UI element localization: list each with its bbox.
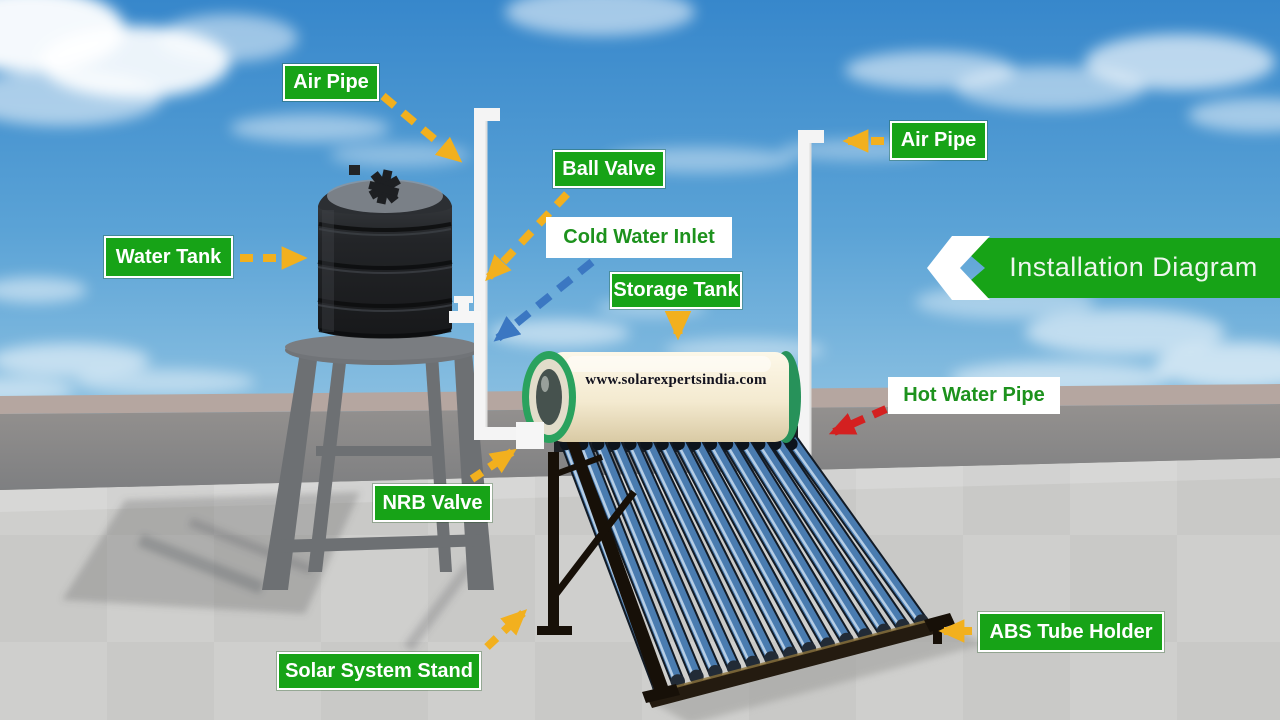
callout-arrows: [240, 92, 972, 650]
right-air-pipe: [798, 130, 824, 492]
water-tank-illustration: [317, 165, 453, 339]
heater-shadow: [652, 624, 984, 720]
label-cold-water-inlet: Cold Water Inlet: [546, 217, 732, 258]
label-nrb-valve: NRB Valve: [373, 484, 492, 522]
arrow-air-pipe-left: [380, 92, 463, 163]
arrow-hot-water-pipe: [828, 405, 888, 436]
arrow-nrb-valve: [469, 448, 517, 483]
banner-chevron-icon: [927, 236, 990, 300]
stool: [262, 334, 494, 590]
arrow-cold-water-inlet: [493, 258, 595, 342]
banner-ribbon: [927, 236, 1280, 300]
clouds: [0, 0, 1280, 403]
banner-title: Installation Diagram: [1009, 251, 1258, 282]
label-water-tank: Water Tank: [104, 236, 233, 278]
label-abs-tube-holder: ABS Tube Holder: [978, 612, 1164, 652]
arrow-ball-valve: [485, 191, 570, 282]
label-ball-valve: Ball Valve: [553, 150, 665, 188]
label-solar-system-stand: Solar System Stand: [277, 652, 481, 690]
installation-diagram-banner: Installation Diagram: [900, 234, 1280, 300]
label-hot-water-pipe: Hot Water Pipe: [888, 377, 1060, 414]
ball-valve-fitting: [449, 296, 481, 323]
stand-frame: [537, 418, 669, 692]
nrb-valve-fitting: [516, 422, 544, 449]
label-air-pipe-right: Air Pipe: [890, 121, 987, 160]
storage-tank-illustration: [522, 351, 801, 443]
arrow-solar-stand: [484, 609, 528, 650]
watermark-text: www.solarexpertsindia.com: [585, 372, 767, 388]
label-air-pipe-left: Air Pipe: [283, 64, 379, 101]
label-storage-tank: Storage Tank: [610, 272, 742, 309]
